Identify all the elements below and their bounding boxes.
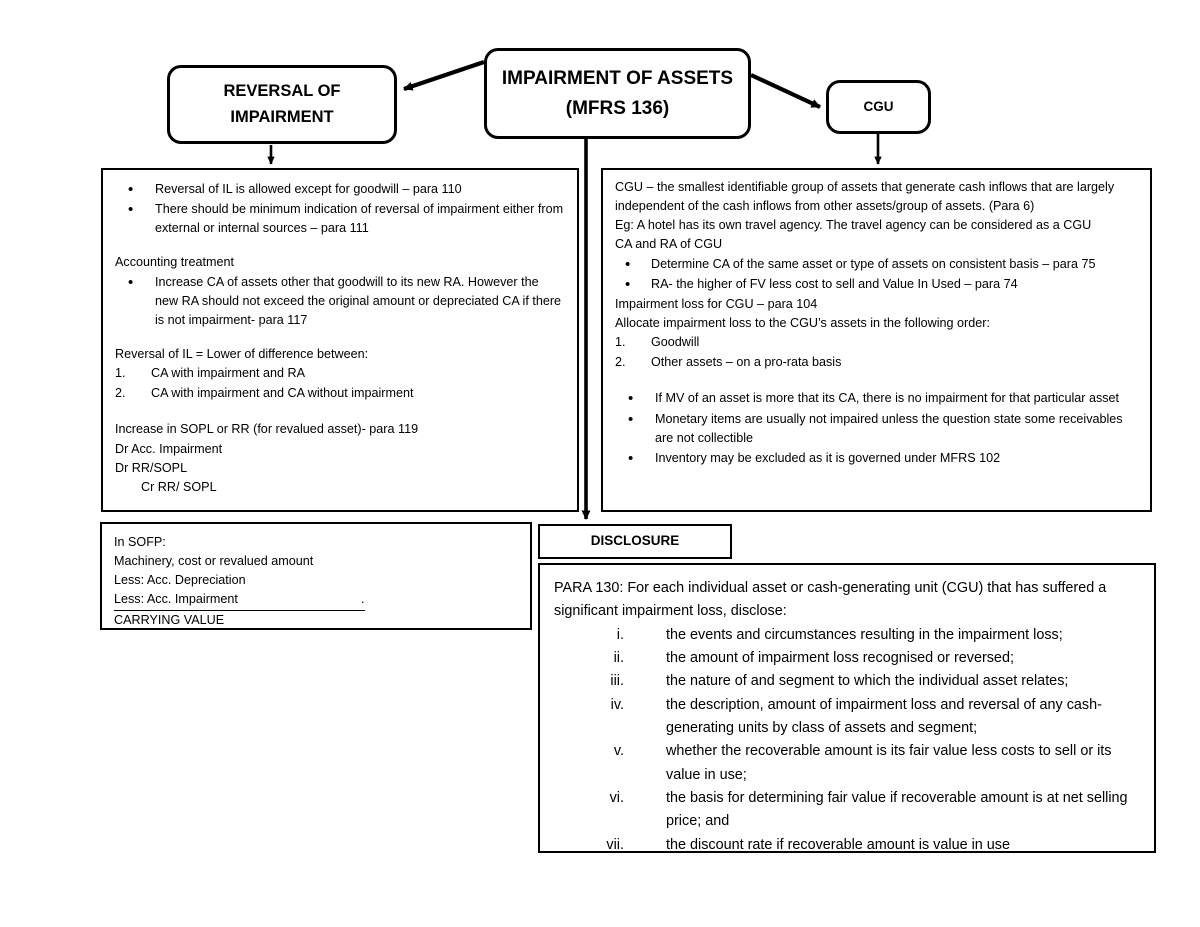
- list-item: RA- the higher of FV less cost to sell a…: [615, 274, 1140, 296]
- list-marker: i.: [616, 626, 624, 643]
- list-text: the discount rate if recoverable amount …: [666, 836, 1010, 853]
- node-cgu[interactable]: CGU: [826, 80, 931, 134]
- list-marker: vii.: [606, 836, 624, 853]
- cgu-example: Eg: A hotel has its own travel agency. T…: [615, 218, 1092, 233]
- accounting-treatment-bullets: Increase CA of assets other that goodwil…: [115, 272, 565, 330]
- list-item: vii. the discount rate if recoverable amo…: [554, 834, 1140, 857]
- list-item: There should be minimum indication of re…: [115, 199, 565, 238]
- cgu-definition: CGU – the smallest identifiable group of…: [615, 180, 1115, 214]
- reversal-formula-heading: Reversal of IL = Lower of difference bet…: [115, 346, 369, 361]
- sofp-heading: In SOFP:: [114, 535, 166, 549]
- list-text: the nature of and segment to which the i…: [666, 673, 1069, 690]
- list-text: the events and circumstances resulting i…: [666, 626, 1063, 643]
- sofp-line-impairment: Less: Acc. Impairment: [114, 590, 361, 611]
- list-item: CA with impairment and CA without impair…: [115, 384, 414, 403]
- list-text: the description, amount of impairment lo…: [666, 696, 1102, 736]
- disclosure-para130-box: PARA 130: For each individual asset or c…: [538, 563, 1156, 853]
- reversal-of-impairment-box: Reversal of IL is allowed except for goo…: [101, 168, 579, 512]
- arrow-main-to-cgu: [750, 73, 821, 109]
- cgu-ca-ra-bullets: Determine CA of the same asset or type o…: [615, 254, 1140, 296]
- sofp-impairment-trailing: .: [361, 590, 365, 611]
- accounting-treatment-heading: Accounting treatment: [115, 255, 235, 270]
- reversal-formula-list: CA with impairment and RA CA with impair…: [115, 364, 565, 403]
- disclosure-title-box[interactable]: DISCLOSURE: [538, 524, 732, 559]
- journal-credit-line: Cr RR/ SOPL: [141, 479, 217, 494]
- cgu-notes-bullets: If MV of an asset is more that its CA, t…: [615, 388, 1140, 470]
- list-text: the amount of impairment loss recognised…: [666, 649, 1014, 666]
- list-item: i. the events and circumstances resulting…: [554, 624, 1140, 647]
- cgu-allocate-heading: Allocate impairment loss to the CGU’s as…: [615, 315, 990, 330]
- cgu-detail-box: CGU – the smallest identifiable group of…: [601, 168, 1152, 512]
- list-item: iii. the nature of and segment to which t…: [554, 670, 1140, 693]
- node-reversal-line2: IMPAIRMENT: [230, 107, 334, 126]
- node-impairment-of-assets[interactable]: IMPAIRMENT OF ASSETS (MFRS 136): [484, 48, 751, 139]
- list-item: Monetary items are usually not impaired …: [615, 409, 1140, 448]
- list-item: v. whether the recoverable amount is its …: [554, 740, 1140, 787]
- list-text: whether the recoverable amount is its fa…: [666, 743, 1112, 783]
- node-main-line2: (MFRS 136): [565, 97, 670, 119]
- node-reversal-of-impairment[interactable]: REVERSAL OF IMPAIRMENT: [167, 65, 397, 144]
- node-reversal-line1: REVERSAL OF: [223, 81, 341, 100]
- list-item: vi. the basis for determining fair value …: [554, 787, 1140, 834]
- disclosure-title-label: DISCLOSURE: [590, 533, 680, 549]
- list-item: CA with impairment and RA: [115, 364, 305, 383]
- reversal-top-bullets: Reversal of IL is allowed except for goo…: [115, 179, 565, 238]
- list-marker: iv.: [610, 696, 624, 713]
- list-item: Increase CA of assets other that goodwil…: [115, 272, 565, 330]
- sofp-line-depreciation: Less: Acc. Depreciation: [114, 573, 246, 588]
- list-item: Goodwill: [615, 333, 700, 352]
- list-item: Inventory may be excluded as it is gover…: [615, 448, 1140, 470]
- sofp-line-machinery: Machinery, cost or revalued amount: [114, 554, 314, 569]
- cgu-impairment-heading: Impairment loss for CGU – para 104: [615, 296, 818, 311]
- cgu-ca-ra-heading: CA and RA of CGU: [615, 237, 723, 252]
- journal-line-2: Dr RR/SOPL: [115, 460, 188, 475]
- list-item: ii. the amount of impairment loss recogni…: [554, 647, 1140, 670]
- list-item: Other assets – on a pro-rata basis: [615, 353, 842, 372]
- sofp-box: In SOFP: Machinery, cost or revalued amo…: [100, 522, 532, 630]
- list-marker: vi.: [609, 789, 624, 806]
- arrow-main-to-reversal: [403, 60, 485, 91]
- list-text: the basis for determining fair value if …: [666, 789, 1128, 830]
- list-item: Reversal of IL is allowed except for goo…: [115, 179, 565, 201]
- disclosure-intro: PARA 130: For each individual asset or c…: [554, 580, 1107, 620]
- list-marker: v.: [613, 743, 624, 760]
- journal-line-1: Dr Acc. Impairment: [115, 441, 223, 456]
- list-item: Determine CA of the same asset or type o…: [615, 254, 1140, 276]
- sofp-line-impairment-wrapper: Less: Acc. Impairment.: [114, 590, 518, 611]
- disclosure-items-list: i. the events and circumstances resulting…: [554, 624, 1140, 857]
- journal-intro: Increase in SOPL or RR (for revalued ass…: [115, 422, 419, 437]
- cgu-allocate-list: Goodwill Other assets – on a pro-rata ba…: [615, 333, 1140, 372]
- list-item: iv. the description, amount of impairment…: [554, 694, 1140, 741]
- sofp-carrying-value: CARRYING VALUE: [114, 612, 225, 627]
- node-main-line1: IMPAIRMENT OF ASSETS: [501, 68, 734, 90]
- list-marker: iii.: [610, 673, 624, 690]
- list-item: If MV of an asset is more that its CA, t…: [615, 388, 1140, 410]
- list-marker: ii.: [613, 649, 624, 666]
- node-cgu-label: CGU: [863, 98, 894, 114]
